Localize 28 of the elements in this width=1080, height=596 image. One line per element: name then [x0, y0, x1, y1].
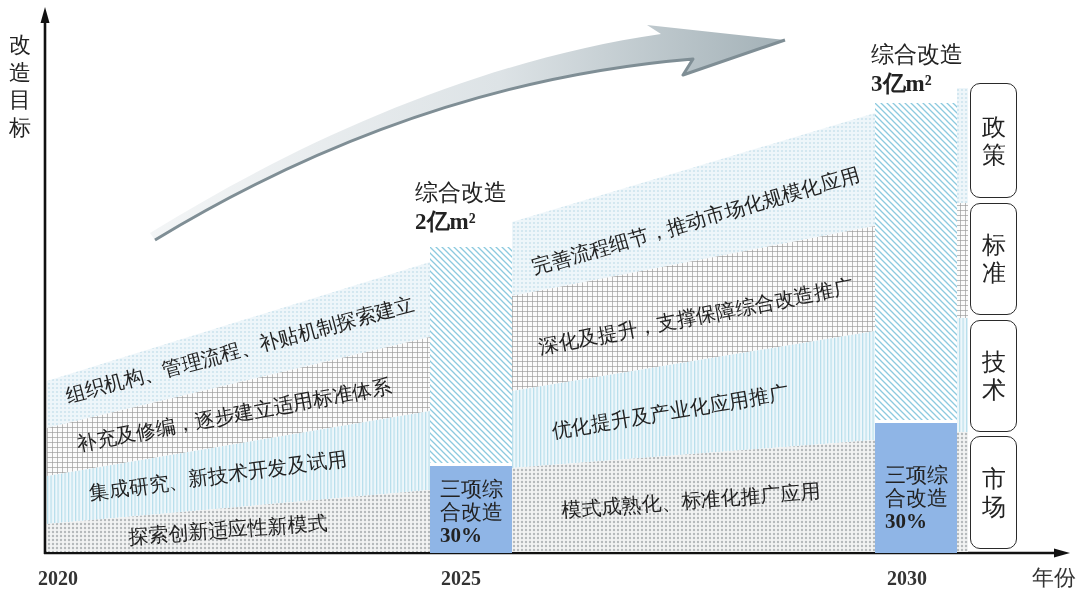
category-label: 技术 [981, 348, 1006, 404]
axis-title: 改造目标 [9, 31, 31, 141]
year-label: 2025 [441, 567, 481, 589]
band-text: 深化及提升，支撑保障综合改造推广 [536, 275, 856, 359]
share-box [875, 423, 957, 553]
share-box [430, 466, 512, 553]
band-text: 探索创新适应性新模式 [127, 512, 329, 548]
rounded-box [970, 203, 1017, 315]
rounded-box [970, 83, 1017, 198]
category-label: 政策 [981, 112, 1006, 169]
rounded-box [970, 436, 1017, 549]
rounded-box [970, 320, 1017, 432]
box-label: 三项综合改造 [885, 464, 949, 510]
target-value: 2亿m² [415, 209, 476, 235]
band-text: 优化提升及产业化应用推广 [549, 382, 791, 442]
percent-label: 30% [885, 510, 927, 533]
year-label: 2020 [38, 567, 78, 589]
box-label: 三项综合改造 [440, 478, 504, 524]
band-text: 模式成熟化、标准化推广应用 [560, 480, 822, 522]
category-label: 标准 [981, 231, 1006, 287]
target-label: 综合改造 [871, 42, 963, 68]
year-label: 2030 [887, 567, 927, 589]
axis-title: 年份 [1032, 566, 1076, 590]
target-value: 3亿m² [871, 71, 932, 97]
target-label: 综合改造 [415, 180, 507, 206]
percent-label: 30% [440, 524, 482, 547]
sloped-band [512, 440, 875, 552]
category-label: 市场 [981, 464, 1006, 521]
